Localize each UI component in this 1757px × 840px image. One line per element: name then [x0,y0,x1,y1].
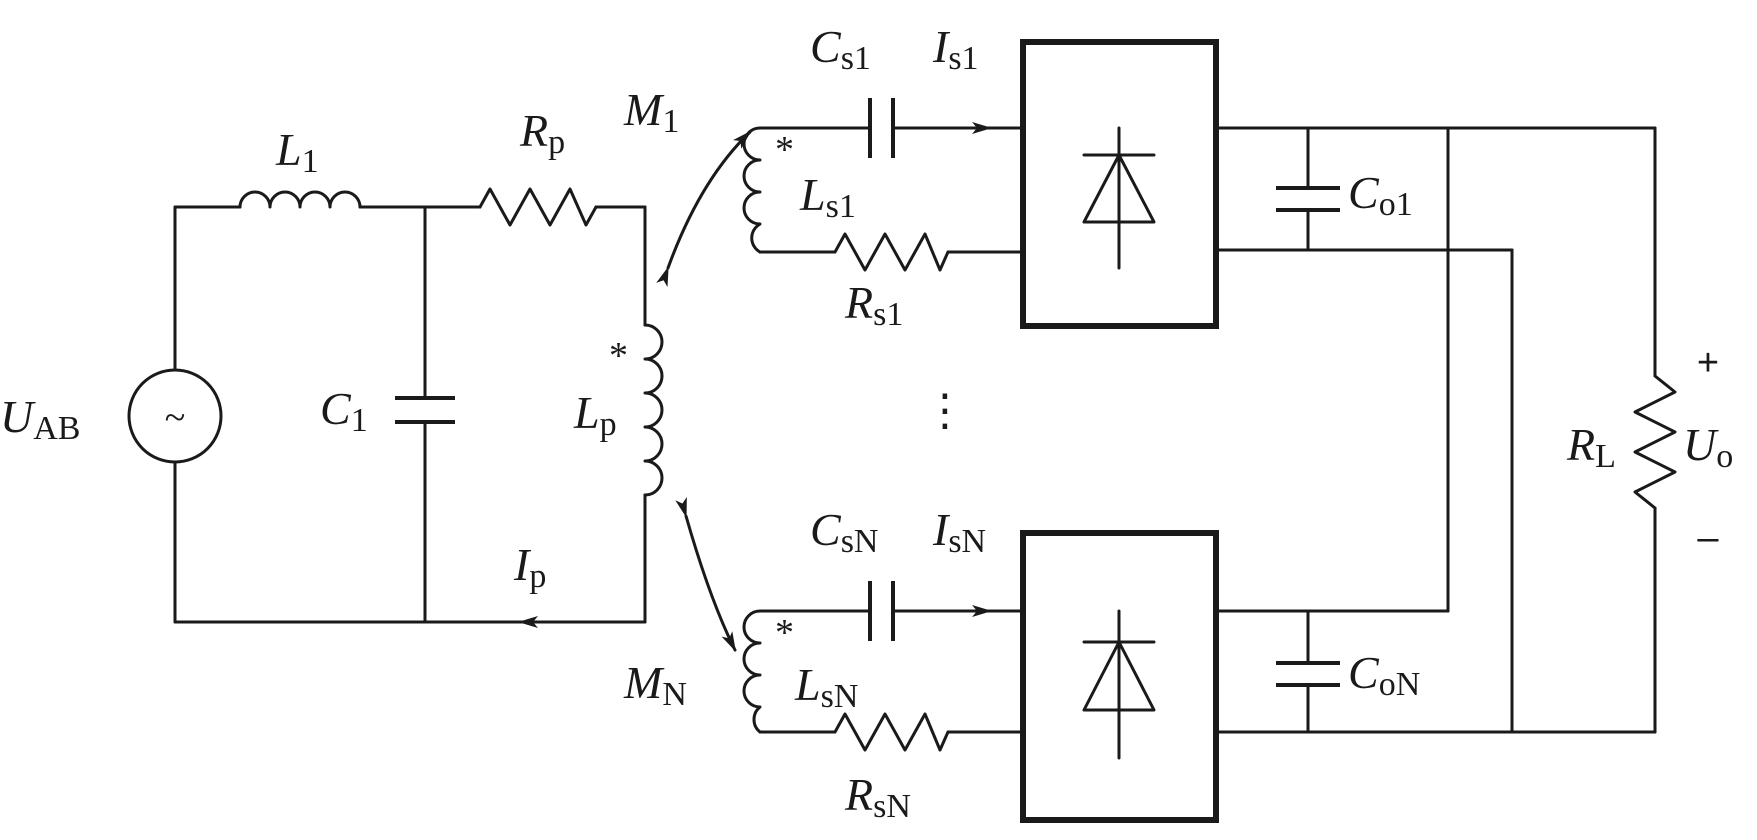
secondary-circuit-1 [742,39,1657,329]
ellipsis-more-secondaries: ⋮ [923,385,967,436]
rectifier-box-n [1020,530,1219,823]
label-uab: UAB [0,391,80,447]
inductor-lp [643,323,664,497]
polarity-minus: – [1697,517,1719,559]
label-rp: Rp [519,105,565,161]
dot-mark-lp: * [609,335,628,377]
mutual-coupling-arrow-mn [675,497,737,652]
output-load [1446,126,1677,734]
diode-icon [1082,609,1156,760]
rectifier-box-1 [1020,39,1219,329]
polarity-plus: + [1697,342,1719,384]
resistor-rsn [833,712,950,752]
label-rsn: RsN [844,769,911,825]
resistor-rs1 [833,232,950,272]
dot-mark-lsn: * [775,612,794,654]
resistor-rp [478,187,598,227]
diode-icon [1082,126,1156,270]
label-uo: Uo [1683,419,1733,475]
label-is1: Is1 [932,21,979,77]
label-csn: CsN [810,504,878,560]
inductor-lsn [742,609,762,734]
label-ls1: Ls1 [799,169,856,225]
label-con: CoN [1348,647,1420,703]
label-rs1: Rs1 [844,277,903,333]
label-l1: L1 [275,124,319,180]
label-rl: RL [1566,419,1616,475]
ac-source [127,368,223,464]
label-mn: MN [623,657,687,713]
inductor-l1 [238,190,362,209]
resistor-rl [1633,374,1677,510]
primary-circuit: ~ [127,187,664,628]
label-c1: C1 [320,383,368,439]
secondary-circuit-n [742,530,1657,823]
inductor-ls1 [742,126,762,254]
label-lp: Lp [573,387,617,443]
mutual-coupling-arrow-m1 [656,130,752,287]
dot-mark-ls1: * [775,129,794,171]
label-isn: IsN [932,504,986,560]
label-lsn: LsN [794,659,858,715]
label-co1: Co1 [1348,167,1413,223]
label-cs1: Cs1 [810,21,871,77]
label-ip: Ip [513,539,546,595]
ac-source-symbol: ~ [165,397,186,439]
label-m1: M1 [623,84,679,140]
